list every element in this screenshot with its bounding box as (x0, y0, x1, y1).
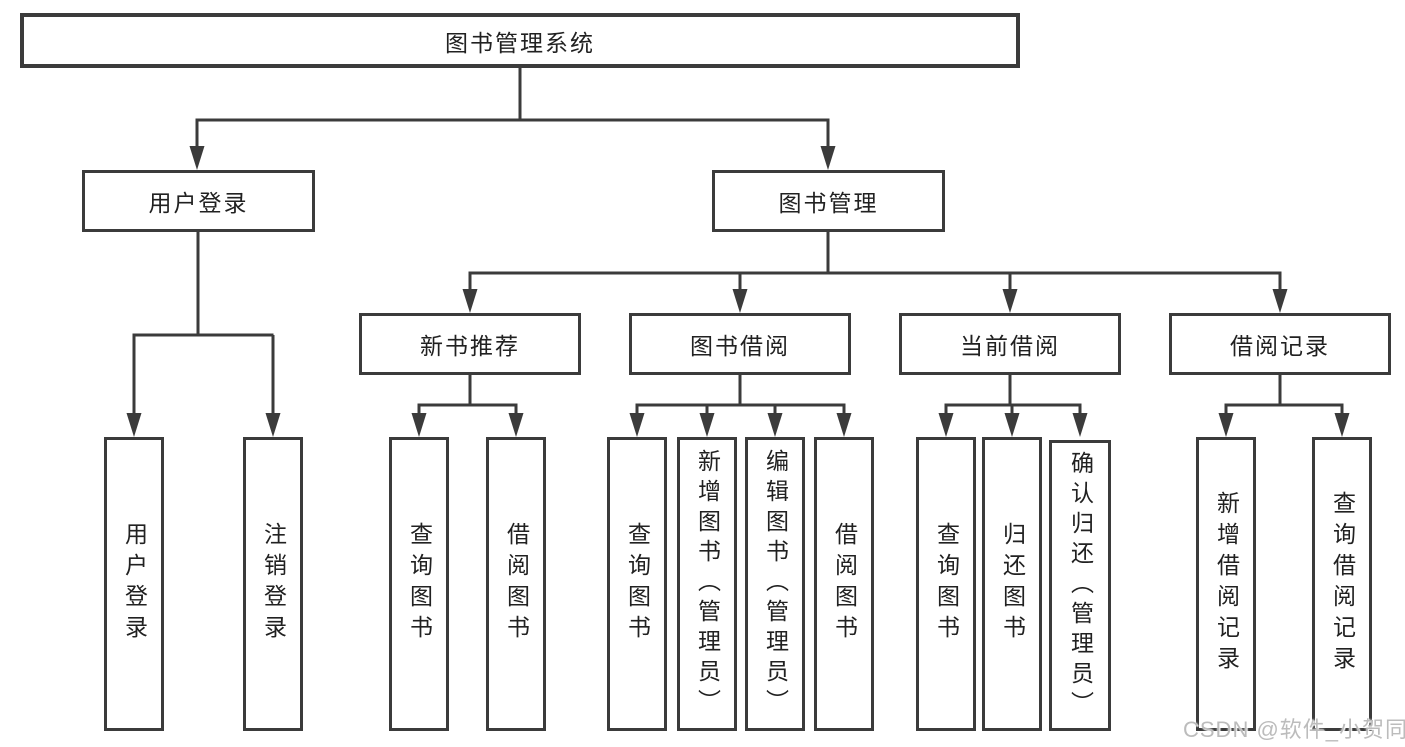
node-label: 借阅记录 (1230, 333, 1330, 359)
node-label: 借阅图书 (831, 522, 858, 646)
node-book-borrowing: 图书借阅 (629, 313, 851, 375)
node-leaf-query-books-borrow: 查询图书 (607, 437, 667, 731)
node-label: 用户登录 (148, 190, 249, 216)
node-label: 当前借阅 (960, 333, 1060, 359)
node-label: 新增借阅记录 (1213, 491, 1240, 677)
node-leaf-query-books-recommend: 查询图书 (389, 437, 449, 731)
node-label: 新书推荐 (420, 333, 520, 359)
node-leaf-add-books-admin: 新增图书（管理员） (677, 437, 737, 731)
node-leaf-user-login: 用户登录 (104, 437, 164, 731)
node-label: 查询图书 (406, 522, 433, 646)
node-leaf-borrow-books: 借阅图书 (814, 437, 874, 731)
node-leaf-query-borrow-record: 查询借阅记录 (1312, 437, 1372, 731)
node-label: 归还图书 (999, 522, 1026, 646)
node-label: 图书管理 (778, 190, 879, 216)
csdn-watermark: CSDN @软件_小贺同学 (1183, 717, 1405, 742)
node-label: 图书借阅 (690, 333, 790, 359)
node-leaf-return-books: 归还图书 (982, 437, 1042, 731)
node-library-management-system: 图书管理系统 (20, 13, 1020, 68)
node-label: 编辑图书（管理员） (762, 449, 789, 719)
node-book-management: 图书管理 (712, 170, 945, 232)
node-current-borrowing: 当前借阅 (899, 313, 1121, 375)
node-leaf-query-books-current: 查询图书 (916, 437, 976, 731)
node-label: 新增图书（管理员） (694, 449, 721, 719)
node-leaf-borrow-books-recommend: 借阅图书 (486, 437, 546, 731)
node-label: 注销登录 (260, 522, 287, 646)
node-label: 查询图书 (933, 522, 960, 646)
node-leaf-logout: 注销登录 (243, 437, 303, 731)
node-user-login: 用户登录 (82, 170, 315, 232)
node-label: 查询图书 (624, 522, 651, 646)
node-label: 用户登录 (121, 522, 148, 646)
node-new-book-recommend: 新书推荐 (359, 313, 581, 375)
node-leaf-confirm-return-admin: 确认归还（管理员） (1049, 440, 1111, 731)
node-borrowing-records: 借阅记录 (1169, 313, 1391, 375)
node-leaf-add-borrow-record: 新增借阅记录 (1196, 437, 1256, 731)
node-label: 借阅图书 (503, 522, 530, 646)
node-leaf-edit-books-admin: 编辑图书（管理员） (745, 437, 805, 731)
node-label: 确认归还（管理员） (1067, 450, 1094, 721)
node-label: 查询借阅记录 (1329, 491, 1356, 677)
node-label: 图书管理系统 (445, 29, 595, 56)
